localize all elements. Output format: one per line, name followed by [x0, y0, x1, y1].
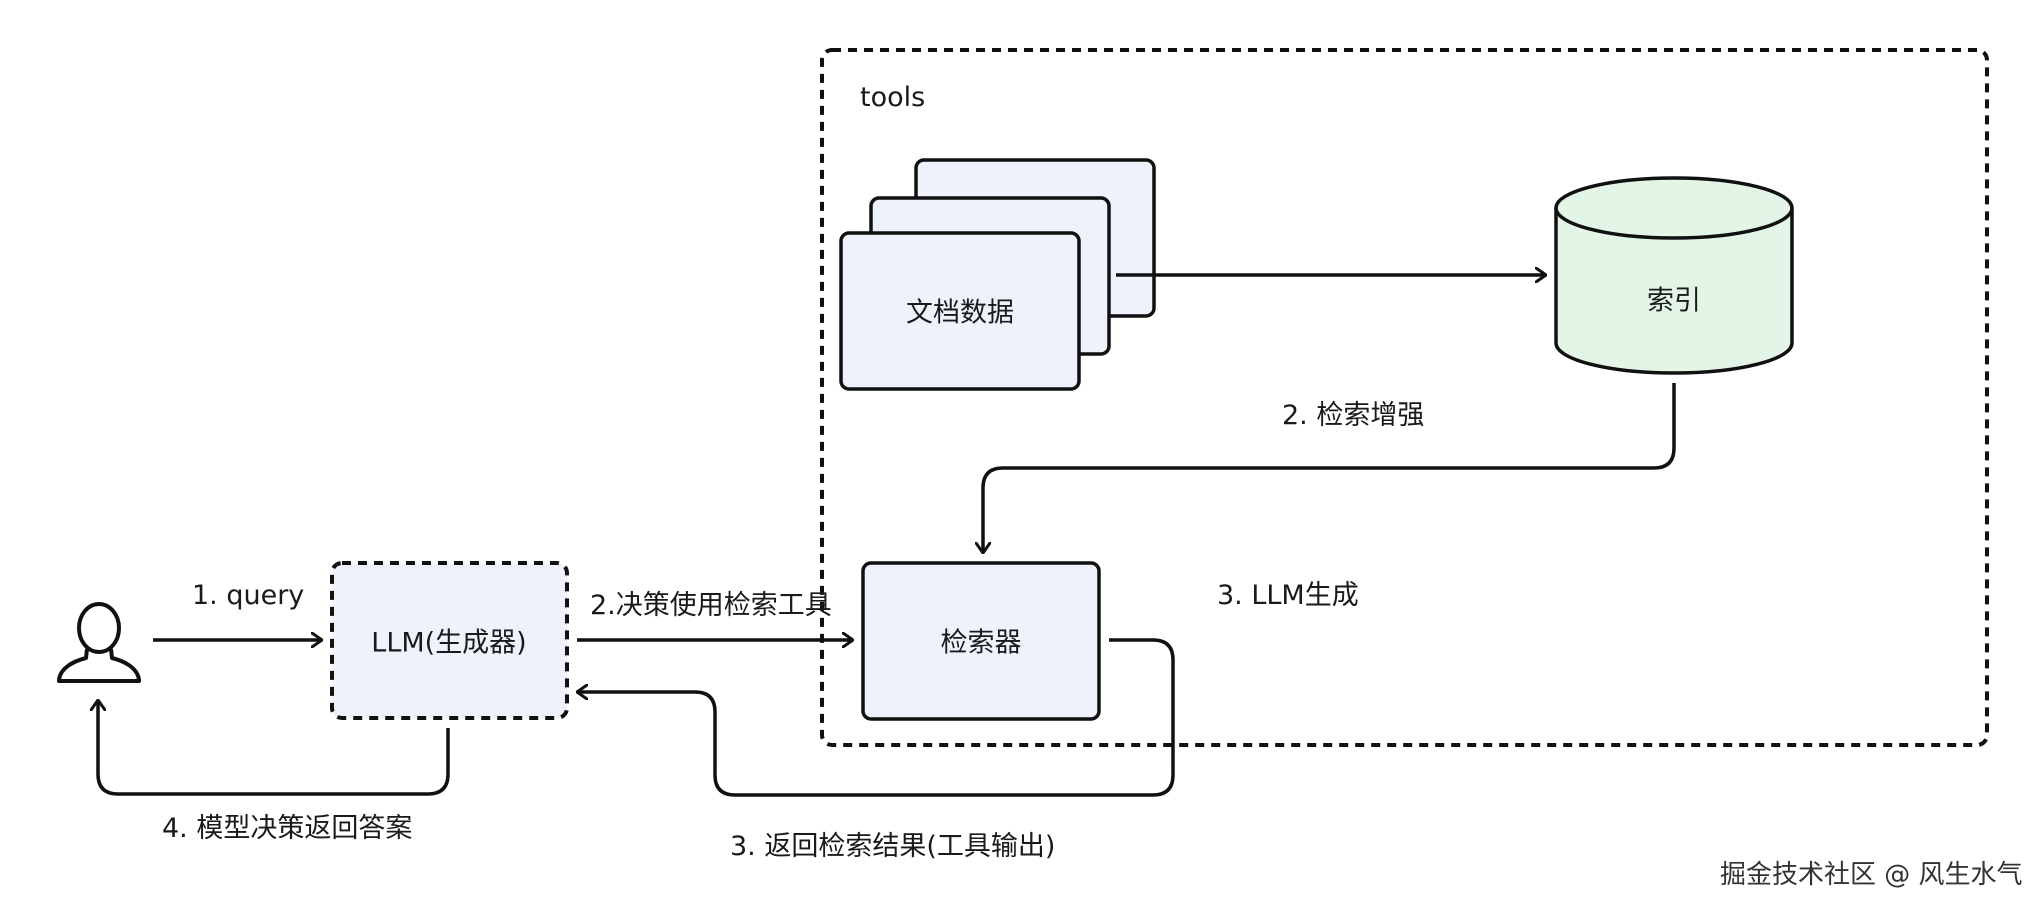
tools-group-boundary	[820, 48, 1989, 747]
edge-return-results-label: 3. 返回检索结果(工具输出)	[730, 831, 1056, 862]
edge-index-to-retriever	[983, 383, 1676, 553]
edge-retrieval-augment-label: 2. 检索增强	[1282, 400, 1425, 431]
llm-node-label: LLM(生成器)	[371, 627, 527, 659]
tools-group-label: tools	[860, 82, 926, 113]
edge-return-results	[577, 638, 1175, 797]
edge-decide-tool-label: 2.决策使用检索工具	[590, 590, 832, 621]
llm-node[interactable]	[330, 561, 569, 720]
index-node[interactable]	[1554, 208, 1794, 375]
index-node-top	[1554, 176, 1794, 240]
edge-llm-generate-label: 3. LLM生成	[1217, 580, 1359, 611]
edge-return-answer-label: 4. 模型决策返回答案	[162, 813, 413, 844]
watermark: 掘金技术社区 @ 风生水气	[1720, 860, 2023, 890]
user-icon[interactable]	[57, 602, 141, 683]
index-node-label: 索引	[1647, 285, 1701, 317]
edge-return-answer	[98, 700, 450, 796]
edge-query-label: 1. query	[192, 580, 305, 611]
retriever-node[interactable]	[861, 561, 1101, 721]
documents-node-label: 文档数据	[906, 297, 1014, 329]
retriever-node-label: 检索器	[940, 627, 1022, 659]
documents-node[interactable]	[839, 231, 1081, 391]
